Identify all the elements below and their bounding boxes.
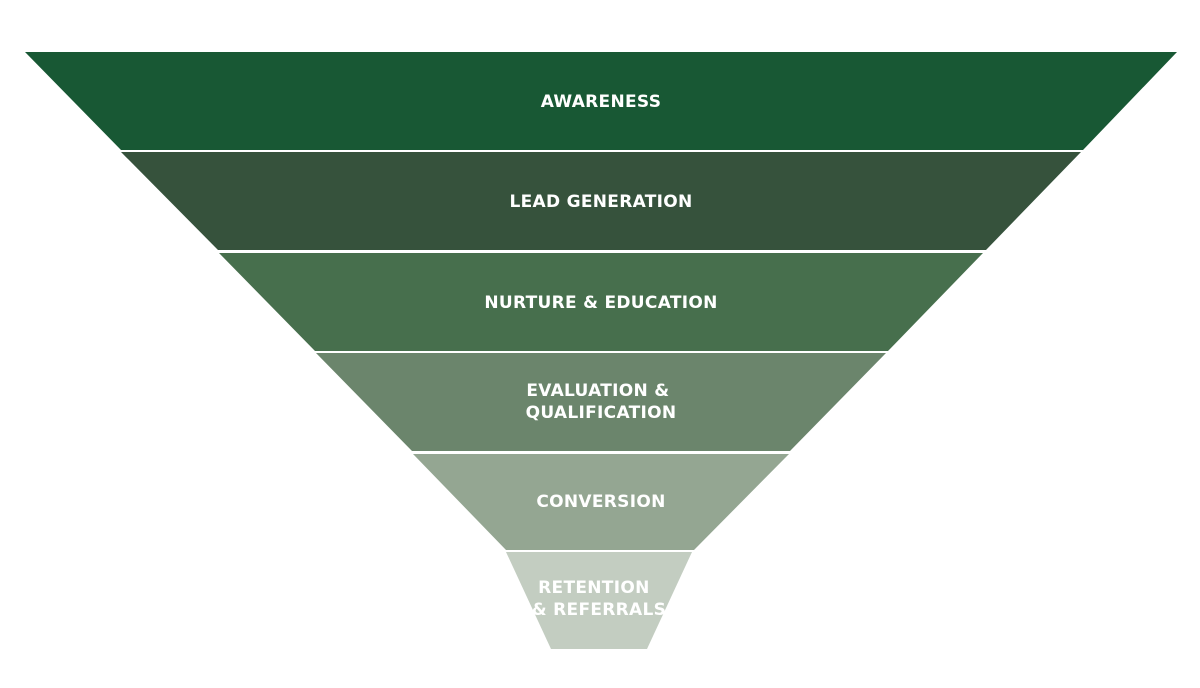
funnel-band-awareness [25,52,1177,150]
funnel-label-retention-referrals: RETENTION & REFERRALS [532,578,666,620]
funnel-band-conversion [413,454,789,550]
funnel-stage-retention-referrals: RETENTION & REFERRALS [506,552,692,649]
funnel-stage-awareness: AWARENESS [25,52,1177,150]
funnel-label-awareness: AWARENESS [541,92,662,112]
funnel-label-nurture-education: NURTURE & EDUCATION [484,293,717,313]
funnel-band-lead-generation [121,152,1081,250]
funnel-band-retention-referrals [506,552,692,649]
funnel-stage-lead-generation: LEAD GENERATION [121,152,1081,250]
funnel-stage-nurture-education: NURTURE & EDUCATION [219,253,983,351]
funnel-label-lead-generation: LEAD GENERATION [509,192,692,212]
funnel-band-evaluation-qualification [316,353,886,451]
funnel-stage-evaluation-qualification: EVALUATION & QUALIFICATION [316,353,886,451]
funnel-label-evaluation-qualification: EVALUATION & QUALIFICATION [526,381,677,423]
funnel-band-nurture-education [219,253,983,351]
funnel-stage-conversion: CONVERSION [413,454,789,550]
funnel-label-conversion: CONVERSION [536,492,665,512]
